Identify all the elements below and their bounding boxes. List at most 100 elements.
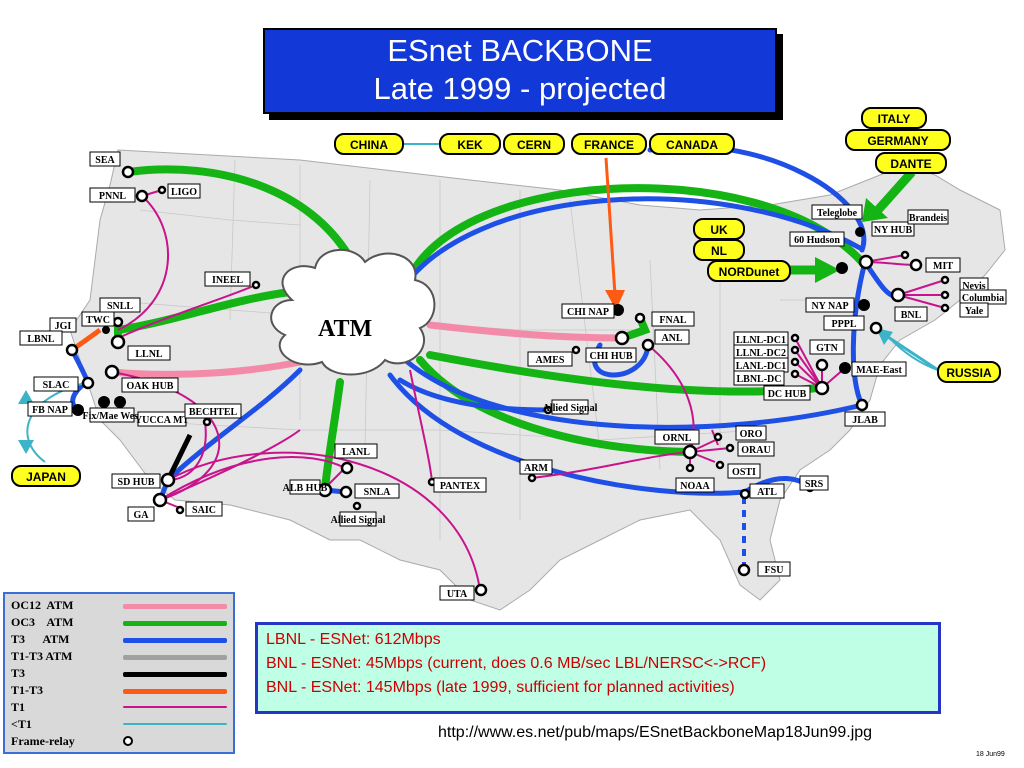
node-ga[interactable] (152, 492, 168, 508)
site-label-brandeis: Brandeis (907, 209, 949, 225)
site-label-text: LANL-DC1 (736, 361, 787, 372)
node-osti[interactable] (715, 460, 725, 470)
node-twc[interactable] (102, 326, 110, 334)
node-snla[interactable] (339, 485, 353, 499)
site-label-yucca-mt: YUCCA MT (135, 411, 189, 427)
node-allied-nm[interactable] (352, 501, 362, 511)
node-gtn[interactable] (815, 358, 829, 372)
legend-label-lt1: <T1 (11, 717, 32, 731)
site-label-text: AMES (536, 355, 565, 366)
site-label-text: SD HUB (118, 477, 155, 488)
site-label-fnal: FNAL (651, 311, 695, 327)
site-label-box (727, 463, 761, 479)
source-url[interactable]: http://www.es.net/pub/maps/ESnetBackbone… (438, 724, 873, 741)
partner-box (861, 107, 927, 129)
node-mae-east[interactable] (839, 362, 851, 374)
node-fix-mae-west-2[interactable] (114, 396, 126, 408)
node-lanl[interactable] (340, 461, 354, 475)
node-ames[interactable] (571, 345, 581, 355)
oc12-link-atm-chi (426, 321, 624, 342)
site-label-text: PANTEX (440, 481, 481, 492)
site-label-box (844, 411, 886, 427)
site-label-text: Allied Signal (331, 515, 386, 526)
site-label-text: Columbia (962, 293, 1004, 304)
node-ligo[interactable] (157, 185, 167, 195)
site-label-text: ORNL (663, 433, 692, 444)
node-llnl[interactable] (110, 334, 126, 350)
frame-relay-icon (123, 736, 133, 746)
node-bechtel[interactable] (202, 417, 212, 427)
node-chi-hub[interactable] (614, 330, 630, 346)
france-arrow (604, 157, 625, 310)
node-slac[interactable] (81, 376, 95, 390)
node-snll[interactable] (112, 316, 124, 328)
site-label-box (789, 231, 845, 247)
node-ornl[interactable] (682, 444, 698, 460)
node-brandeis[interactable] (900, 250, 910, 260)
site-label-box (851, 361, 907, 377)
japan-arrow (18, 390, 34, 454)
node-noaa[interactable] (685, 463, 695, 473)
partner-germany: GERMANY (845, 129, 951, 151)
node-ny-nap[interactable] (858, 299, 870, 311)
node-anl[interactable] (641, 338, 655, 352)
legend-swatch-t1 (123, 706, 227, 708)
partner-box (875, 152, 947, 174)
site-label-text: UTA (447, 589, 468, 600)
node-arm[interactable] (527, 473, 537, 483)
node-columbia[interactable] (940, 290, 950, 300)
node-fnal[interactable] (634, 312, 646, 324)
node-ineel[interactable] (251, 280, 261, 290)
partner-text: NORDunet (719, 265, 780, 279)
node-jlab[interactable] (855, 398, 869, 412)
site-label-text: TWC (86, 315, 110, 326)
node-sea[interactable] (121, 165, 135, 179)
node-teleglobe[interactable] (855, 227, 865, 237)
node-uta[interactable] (474, 583, 488, 597)
node-dc-hub[interactable] (814, 380, 830, 396)
site-label-ga: GA (127, 506, 155, 522)
node-oro[interactable] (713, 432, 723, 442)
legend-label-oc12: OC12 ATM (11, 598, 74, 612)
site-label-text: SAIC (192, 505, 216, 516)
node-pppl[interactable] (869, 321, 883, 335)
legend-label-t1t3-atm: T1-T3 ATM (11, 649, 73, 663)
node-lanl-dc1[interactable] (790, 357, 800, 367)
site-label-text: LLNL-DC1 (736, 335, 786, 346)
site-label-text: 60 Hudson (794, 235, 840, 246)
node-bnl[interactable] (890, 287, 906, 303)
node-saic[interactable] (175, 505, 185, 515)
node-sd-hub[interactable] (160, 472, 176, 488)
site-label-alb-hub: ALB HUB (283, 479, 328, 495)
node-60-hudson[interactable] (836, 262, 848, 274)
node-atl[interactable] (739, 488, 751, 500)
node-allied-mo[interactable] (543, 405, 553, 415)
title-line2: Late 1999 - projected (373, 71, 667, 106)
node-ny-hub[interactable] (858, 254, 874, 270)
node-fix-mae-west[interactable] (98, 396, 110, 408)
legend-swatch-oc3 (123, 621, 227, 626)
node-llnl-dc2[interactable] (790, 345, 800, 355)
site-label-box (184, 403, 242, 419)
node-llnl-dc1[interactable] (790, 333, 800, 343)
node-nevis[interactable] (940, 275, 950, 285)
partner-japan: JAPAN (11, 465, 81, 487)
node-fb-nap[interactable] (72, 404, 84, 416)
partner-italy: ITALY (861, 107, 927, 129)
node-lbnl[interactable] (65, 343, 79, 357)
node-chi-nap[interactable] (612, 304, 624, 316)
site-label-text: FB NAP (32, 405, 68, 416)
site-label-teleglobe: Teleglobe (811, 204, 863, 220)
node-orau[interactable] (725, 443, 735, 453)
site-label-box (527, 351, 573, 367)
node-lbnl-dc[interactable] (790, 369, 800, 379)
node-oak-hub[interactable] (104, 364, 120, 380)
site-label-llnl-dc1: LLNL-DC1 (733, 331, 789, 347)
node-fsu[interactable] (737, 563, 751, 577)
partner-nordunet: NORDunet (707, 260, 791, 282)
node-yale[interactable] (940, 303, 950, 313)
node-mit[interactable] (909, 258, 923, 272)
node-pnnl[interactable] (135, 189, 149, 203)
site-label-text: DC HUB (768, 389, 807, 400)
